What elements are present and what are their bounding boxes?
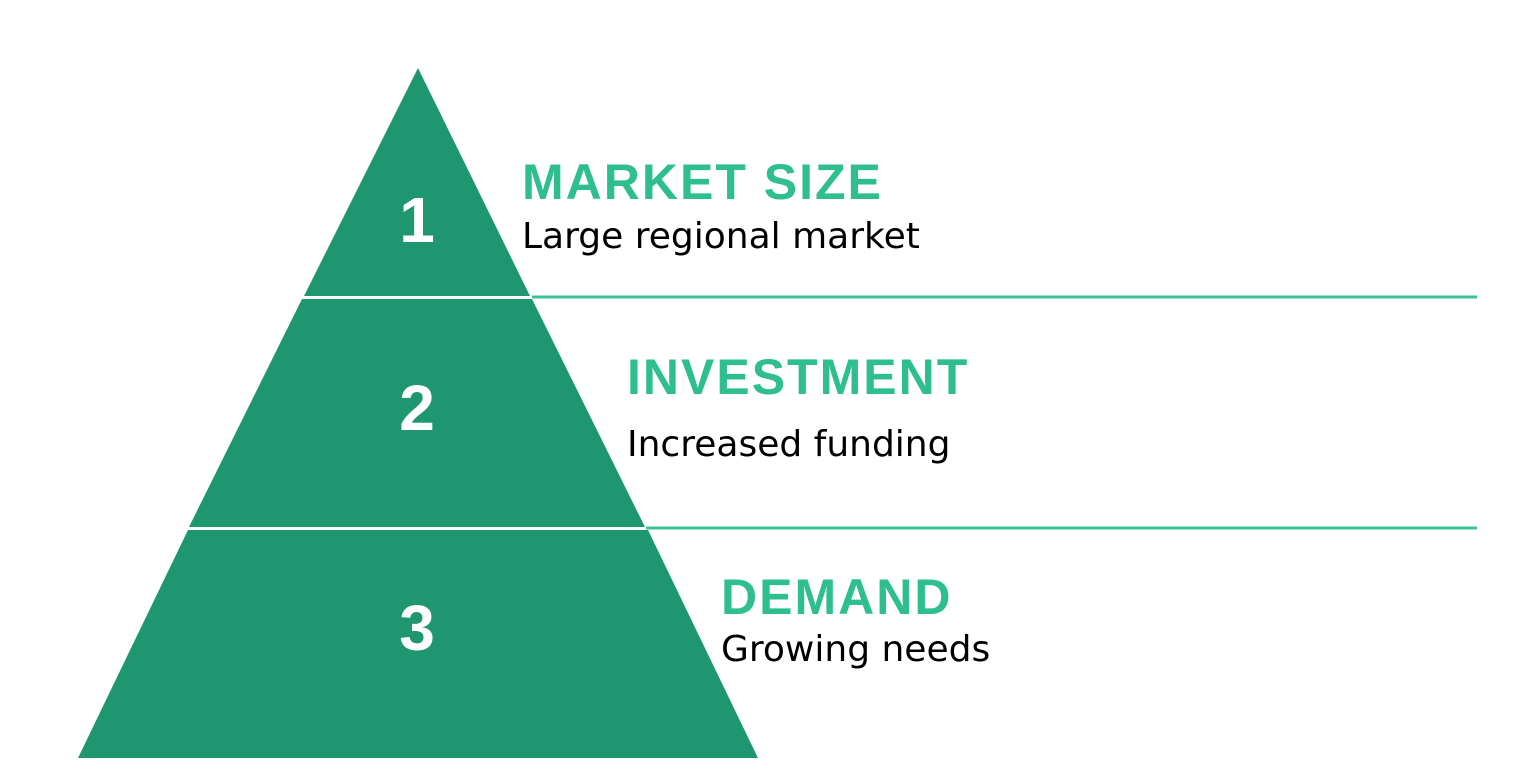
tier-subtext-2: Increased funding	[627, 424, 951, 465]
pyramid-tier-3	[78, 530, 758, 758]
tier-label-3: DEMAND Growing needs	[721, 572, 990, 668]
tier-number-1: 1	[399, 184, 435, 256]
tier-subtext-3: Growing needs	[721, 629, 991, 670]
tier-heading-1: MARKET SIZE	[522, 154, 883, 210]
pyramid-tier-2	[189, 299, 645, 527]
tier-number-3: 3	[399, 592, 435, 664]
tier-number-2: 2	[399, 372, 435, 444]
tier-heading-3: DEMAND	[721, 569, 953, 625]
pyramid-tier-1	[304, 68, 530, 296]
tier-label-2: INVESTMENT Increased funding	[627, 352, 969, 463]
tier-label-1: MARKET SIZE Large regional market	[522, 157, 920, 255]
tier-heading-2: INVESTMENT	[627, 349, 970, 405]
tier-subtext-1: Large regional market	[522, 216, 920, 257]
